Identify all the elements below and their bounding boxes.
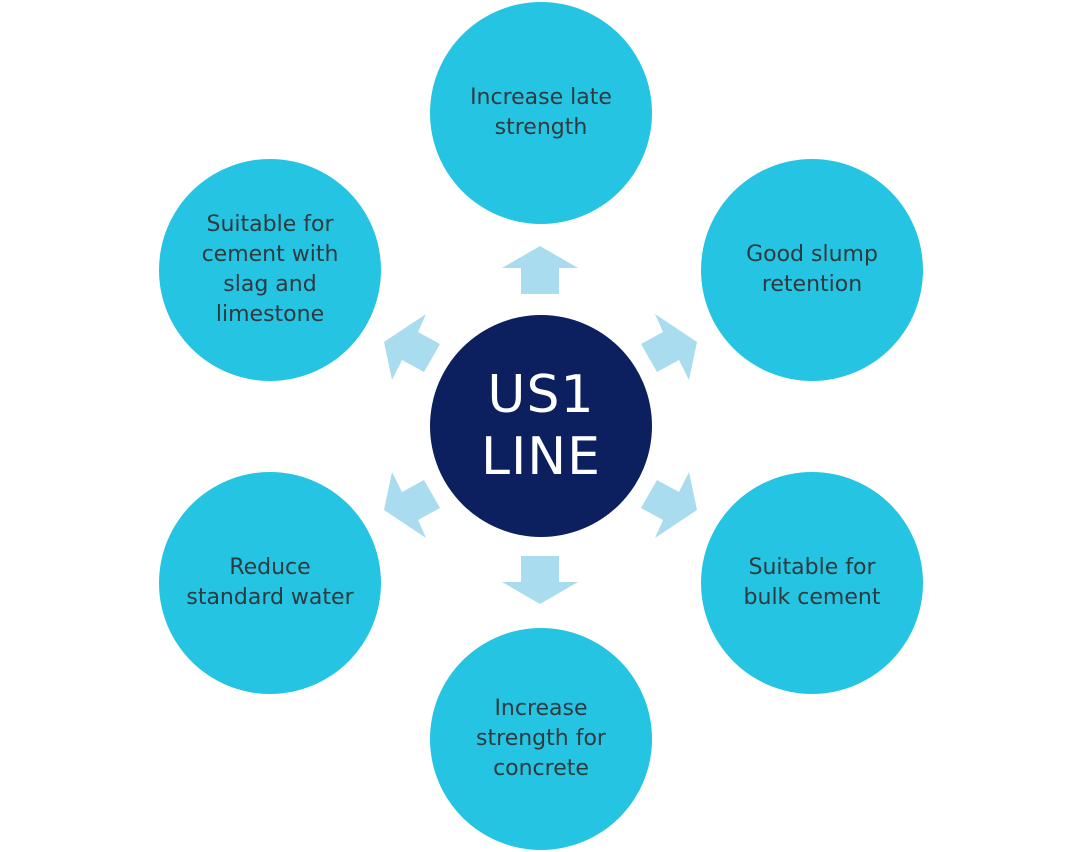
bubble-lower-left: Reduce standard water bbox=[159, 472, 381, 694]
bubble-lower-right-label: Suitable for bulk cement bbox=[743, 555, 881, 610]
bubble-upper-right: Good slump retention bbox=[701, 159, 923, 381]
bubble-lower-right: Suitable for bulk cement bbox=[701, 472, 923, 694]
arrow-lower-right-icon bbox=[641, 472, 697, 538]
bubble-bottom-label: Increase strength for concrete bbox=[476, 696, 606, 781]
center-node: US1 LINE bbox=[430, 315, 652, 537]
arrow-upper-right-icon bbox=[641, 314, 697, 380]
bubble-upper-left-label: Suitable for cement with slag and limest… bbox=[201, 212, 339, 327]
bubble-top: Increase late strength bbox=[430, 2, 652, 224]
bubble-upper-left: Suitable for cement with slag and limest… bbox=[159, 159, 381, 381]
arrow-upper-left-icon bbox=[384, 314, 440, 380]
bubble-upper-right-label: Good slump retention bbox=[746, 242, 878, 297]
center-label-line2: LINE bbox=[480, 427, 602, 487]
bubble-top-label: Increase late strength bbox=[470, 85, 612, 140]
bubble-bottom: Increase strength for concrete bbox=[430, 628, 652, 850]
center-label-line1: US1 bbox=[487, 365, 595, 425]
bubble-lower-left-label: Reduce standard water bbox=[186, 555, 354, 610]
arrow-up-icon bbox=[502, 246, 578, 294]
arrow-lower-left-icon bbox=[384, 472, 440, 538]
arrow-down-icon bbox=[502, 556, 578, 604]
